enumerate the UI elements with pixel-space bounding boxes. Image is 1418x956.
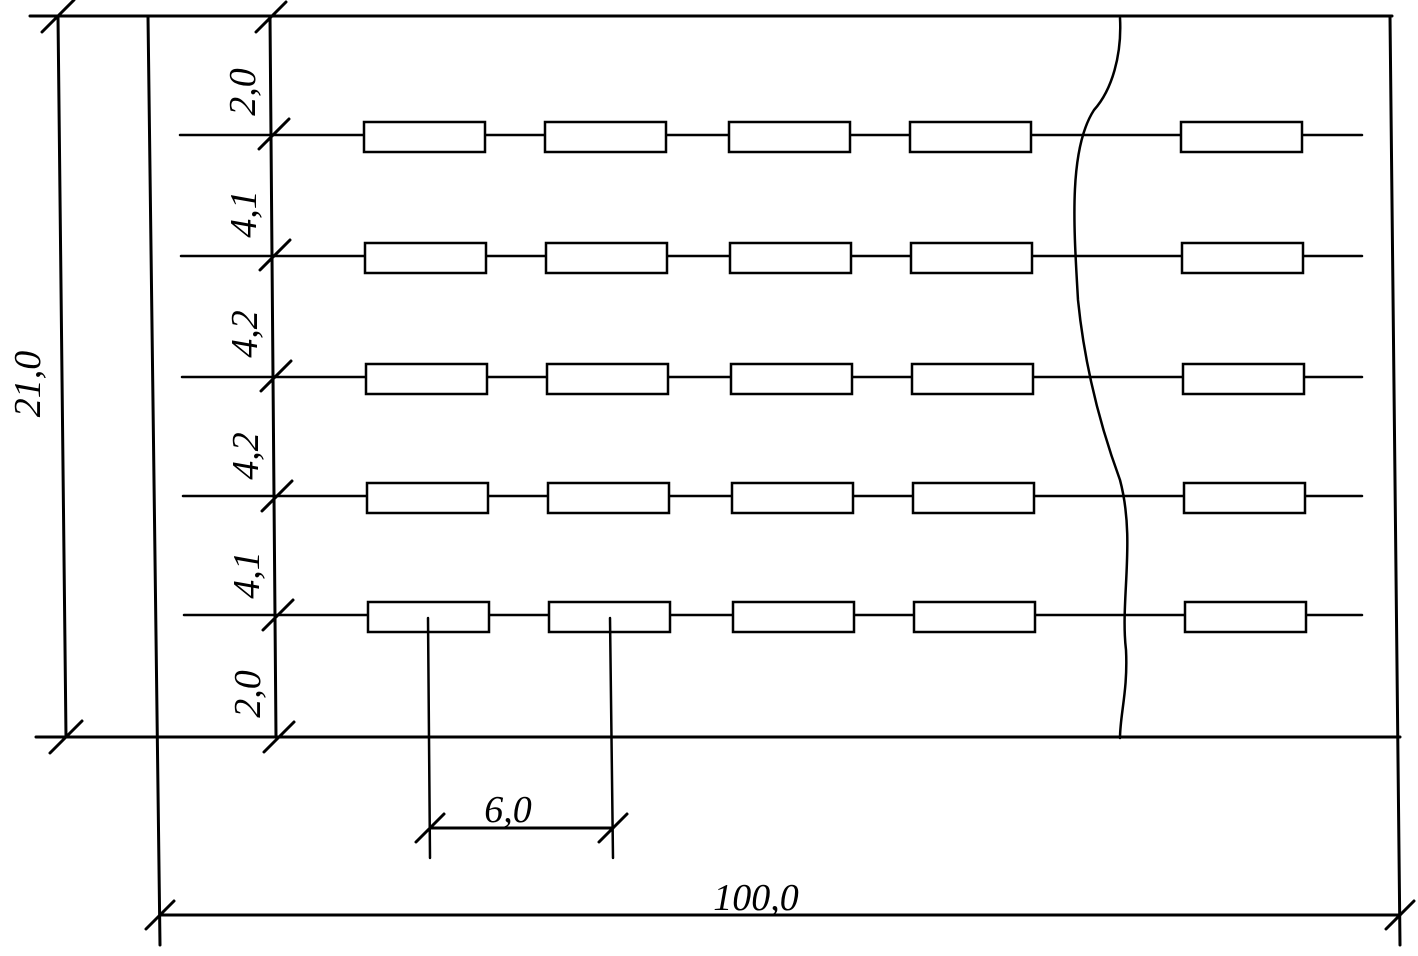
row-1-rectangle-5 xyxy=(1179,120,1304,154)
row-2-rectangle-5 xyxy=(1180,241,1305,275)
row-gap-label-2: 4,2 xyxy=(224,310,266,358)
row-4-rectangle-4 xyxy=(911,481,1036,515)
row-gap-label-3: 4,2 xyxy=(225,432,267,480)
row-4-rectangle-5 xyxy=(1182,481,1307,515)
left-boundary-line xyxy=(146,14,162,947)
row-gap-label-5: 2,0 xyxy=(227,670,269,718)
row-4-rectangle-3 xyxy=(730,481,855,515)
row-3-rectangle-4 xyxy=(910,362,1035,396)
row-3-rectangle-5 xyxy=(1181,362,1306,396)
spacing-label: 6,0 xyxy=(484,789,532,831)
row-gap-tick-6 xyxy=(262,720,296,754)
row-1-rectangle-4 xyxy=(908,120,1033,154)
row-gap-label-1: 4,1 xyxy=(223,190,265,238)
row-1-rectangle-3 xyxy=(727,120,852,154)
row-4-rectangle-2 xyxy=(546,481,671,515)
row-1-rectangle-2 xyxy=(543,120,668,154)
row-5-rectangle-3 xyxy=(731,600,856,634)
row-4-rectangle-1 xyxy=(365,481,490,515)
overall-length-tick-left xyxy=(144,899,176,931)
right-boundary-line xyxy=(1388,14,1402,947)
row-2-rectangle-3 xyxy=(728,241,853,275)
row-gap-tick-0 xyxy=(254,0,288,34)
row-2-rectangle-2 xyxy=(544,241,669,275)
row-gap-label-4: 4,1 xyxy=(226,551,268,599)
overall-length-dimension: 100,0 xyxy=(144,877,1416,931)
spacing-dimension: 6,0 xyxy=(414,616,629,860)
row-1-rectangle-1 xyxy=(362,120,487,154)
rows-layer xyxy=(178,120,1364,634)
spacing-extension-right xyxy=(608,616,615,860)
row-3-rectangle-1 xyxy=(364,362,489,396)
spacing-tick-left xyxy=(414,812,446,844)
overall-length-tick-right xyxy=(1384,899,1416,931)
overall-height-line xyxy=(56,14,68,739)
overall-height-label: 21,0 xyxy=(7,351,49,418)
row-2-rectangle-1 xyxy=(363,241,488,275)
overall-length-label: 100,0 xyxy=(713,877,799,919)
row-5-rectangle-4 xyxy=(912,600,1037,634)
row-2-rectangle-4 xyxy=(909,241,1034,275)
row-5-rectangle-5 xyxy=(1183,600,1308,634)
overall-height-dimension: 21,0 xyxy=(7,0,84,755)
spacing-tick-right xyxy=(597,812,629,844)
overall-height-tick-top xyxy=(40,0,76,34)
row-gap-label-0: 2,0 xyxy=(222,68,264,116)
row-3-rectangle-2 xyxy=(545,362,670,396)
row-3-rectangle-3 xyxy=(729,362,854,396)
overall-height-tick-bottom xyxy=(48,719,84,755)
spacing-extension-left xyxy=(426,616,432,860)
